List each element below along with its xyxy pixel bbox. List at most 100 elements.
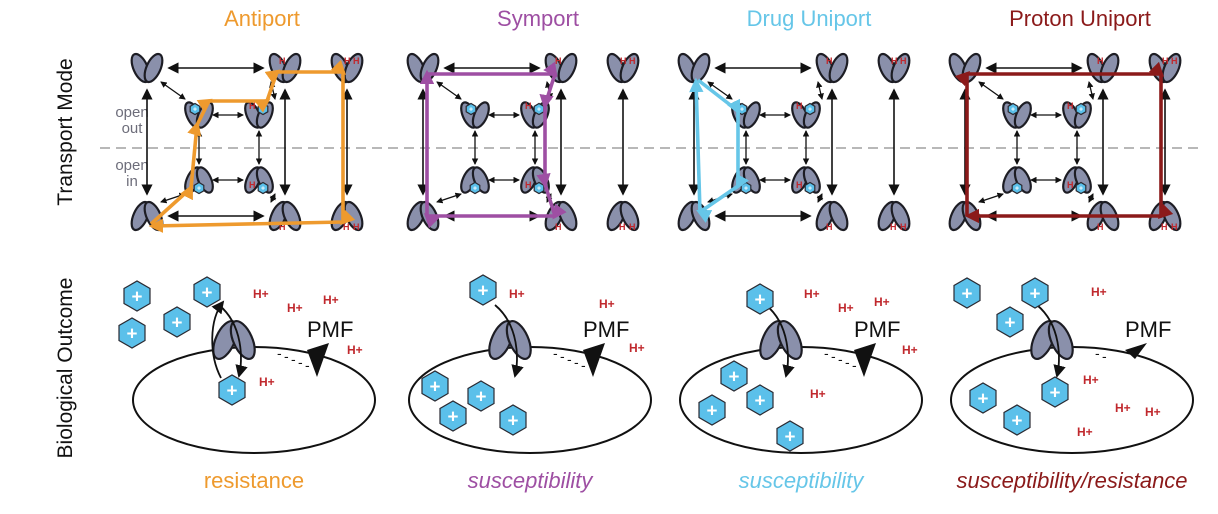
transition-arrow bbox=[436, 192, 462, 204]
drug-bound: + bbox=[1075, 181, 1087, 195]
transporter-empty-out bbox=[130, 52, 164, 84]
biological-outcome: PMF-----+++++H+H+H+H+H+ bbox=[118, 276, 376, 454]
proton-mark: H bbox=[796, 180, 803, 190]
svg-text:+: + bbox=[785, 425, 796, 446]
pmf-indicator: PMF-- bbox=[1095, 317, 1171, 364]
svg-text:open: open bbox=[115, 104, 148, 121]
drug-bound: + bbox=[257, 181, 269, 195]
panel-title-proton-uniport: Proton Uniport bbox=[1009, 6, 1151, 31]
transporter-empty-out bbox=[677, 52, 711, 84]
transporter-proton-out bbox=[815, 52, 849, 84]
drug-outside: + bbox=[163, 306, 191, 338]
svg-text:+: + bbox=[172, 311, 183, 332]
drug-bound: + bbox=[1007, 102, 1019, 116]
drug-inside: + bbox=[1041, 376, 1069, 408]
drug-outside: + bbox=[193, 276, 221, 308]
svg-text:+: + bbox=[197, 185, 201, 192]
transporter-proton-in bbox=[815, 200, 849, 232]
drug-outside: + bbox=[469, 274, 497, 306]
flux-arrow bbox=[211, 300, 225, 379]
drug-bound: + bbox=[465, 102, 477, 116]
row-label-biological-outcome: Biological Outcome bbox=[54, 278, 77, 459]
drug-outside: + bbox=[746, 283, 774, 315]
svg-text:+: + bbox=[808, 106, 812, 113]
pmf-wedge bbox=[583, 343, 605, 377]
transporter-drug-out bbox=[460, 101, 490, 129]
proton-outside: H+ bbox=[509, 287, 525, 301]
svg-text:+: + bbox=[202, 281, 213, 302]
proton-outside: H+ bbox=[838, 301, 854, 315]
svg-text:+: + bbox=[261, 106, 265, 113]
svg-text:+: + bbox=[478, 279, 489, 300]
biological-outcome: PMF-----+++++H+H+H+ bbox=[408, 274, 652, 454]
transporter-drug-out bbox=[1002, 101, 1032, 129]
proton-mark: H bbox=[900, 222, 907, 232]
svg-text:+: + bbox=[537, 106, 541, 113]
transporter-proton-out-2 bbox=[877, 52, 911, 84]
proton-mark: H bbox=[344, 56, 351, 66]
proton-mark: H bbox=[279, 56, 286, 66]
proton-mark: H bbox=[1097, 222, 1104, 232]
proton-inside: H+ bbox=[810, 387, 826, 401]
proton-mark: H bbox=[629, 56, 636, 66]
transport-cycle-path bbox=[954, 61, 1174, 224]
drug-bound: + bbox=[740, 181, 752, 195]
proton-mark: H bbox=[555, 222, 562, 232]
transition-arrow bbox=[816, 193, 824, 203]
membrane-charge: - bbox=[845, 354, 850, 370]
state-label-open-in: open in bbox=[115, 157, 148, 190]
drug-inside: + bbox=[421, 370, 449, 402]
svg-text:+: + bbox=[729, 365, 740, 386]
proton-outside: H+ bbox=[629, 341, 645, 355]
svg-text:+: + bbox=[473, 185, 477, 192]
drug-bound: + bbox=[1011, 181, 1023, 195]
proton-outside: H+ bbox=[804, 287, 820, 301]
svg-text:in: in bbox=[126, 173, 138, 190]
proton-mark: H bbox=[629, 222, 636, 232]
membrane-charge: - bbox=[277, 345, 282, 361]
svg-text:+: + bbox=[261, 185, 265, 192]
proton-outside: H+ bbox=[1091, 285, 1107, 299]
proton-outside: H+ bbox=[599, 297, 615, 311]
proton-outside: H+ bbox=[347, 343, 363, 357]
transporter-drug-proton-out bbox=[244, 101, 274, 129]
drug-outside: + bbox=[1021, 277, 1049, 309]
drug-inside: + bbox=[698, 394, 726, 426]
svg-text:out: out bbox=[122, 120, 144, 137]
pmf-indicator: PMF----- bbox=[824, 317, 900, 377]
transporter-empty-in bbox=[677, 200, 711, 232]
drug-inside: + bbox=[720, 360, 748, 392]
svg-text:open: open bbox=[115, 157, 148, 174]
drug-bound: + bbox=[804, 102, 816, 116]
membrane-charge: - bbox=[574, 354, 579, 370]
svg-text:+: + bbox=[448, 405, 459, 426]
svg-text:+: + bbox=[1030, 282, 1041, 303]
proton-inside: H+ bbox=[259, 375, 275, 389]
drug-bound: + bbox=[257, 102, 269, 116]
drug-inside: + bbox=[499, 404, 527, 436]
svg-text:+: + bbox=[1005, 311, 1016, 332]
pmf-label: PMF bbox=[1125, 317, 1171, 342]
svg-text:+: + bbox=[430, 375, 441, 396]
pmf-label: PMF bbox=[307, 317, 353, 342]
drug-inside: + bbox=[1003, 404, 1031, 436]
svg-text:+: + bbox=[469, 106, 473, 113]
proton-mark: H bbox=[249, 180, 256, 190]
transition-arrow bbox=[978, 192, 1004, 204]
drug-outside: + bbox=[123, 280, 151, 312]
state-label-open-out: open out bbox=[115, 104, 148, 137]
outcome-label-drug-uniport: susceptibility bbox=[739, 468, 866, 493]
proton-outside: H+ bbox=[323, 293, 339, 307]
proton-mark: H bbox=[1161, 222, 1168, 232]
flux-arrow bbox=[765, 304, 795, 378]
drug-inside: + bbox=[776, 420, 804, 452]
panel-title-symport: Symport bbox=[497, 6, 579, 31]
svg-text:+: + bbox=[755, 389, 766, 410]
drug-bound: + bbox=[533, 181, 545, 195]
proton-mark: H bbox=[525, 180, 532, 190]
biological-outcome: PMF--++++++H+H+H+H+H+ bbox=[950, 277, 1194, 454]
proton-mark: H bbox=[796, 101, 803, 111]
